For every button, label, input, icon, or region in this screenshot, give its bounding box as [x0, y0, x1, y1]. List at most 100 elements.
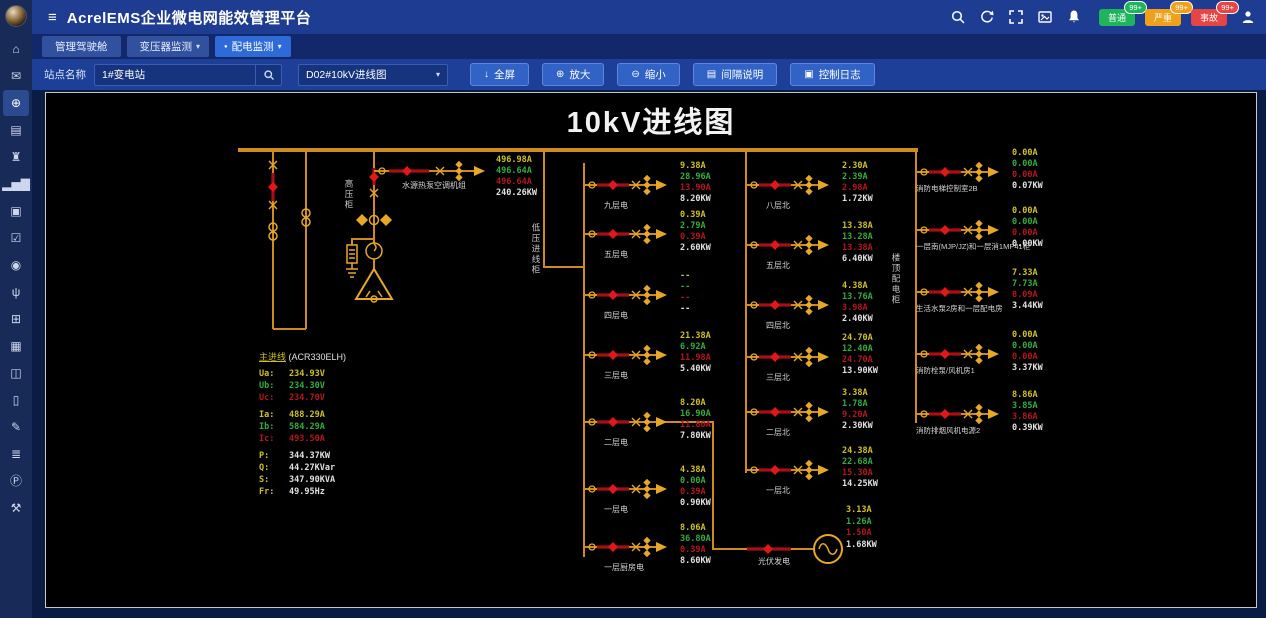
sidebar-item-energy-storage[interactable]: ▯: [3, 387, 29, 413]
feeder-symbol[interactable]: [746, 347, 831, 367]
app-logo[interactable]: [5, 5, 27, 27]
meter-row: Ub: 234.30V: [259, 380, 389, 392]
sidebar-item-database[interactable]: ≣: [3, 441, 29, 467]
feeder-symbol[interactable]: [374, 161, 489, 181]
feeder-symbol[interactable]: [746, 402, 831, 422]
feeder-label: 三层电: [604, 371, 628, 380]
fullscreen-icon[interactable]: [1008, 9, 1024, 25]
feeder-values: 0.00A 0.00A 0.00A 0.00KW: [1012, 206, 1043, 249]
tab[interactable]: ● 配电监测 ▾: [215, 36, 291, 57]
search-icon[interactable]: [950, 9, 966, 25]
sidebar-item-parking[interactable]: Ⓟ: [3, 468, 29, 494]
main-column: ≡ AcrelEMS企业微电网能效管理平台: [32, 0, 1266, 618]
feeder-label: 一层南(MJP/JZ)和一层消1MP41柜: [916, 242, 1031, 251]
menu-icon[interactable]: ≡: [48, 8, 57, 26]
feeder-values: 4.38A 0.00A 0.39A 0.90KW: [680, 465, 711, 508]
tab-active-dot: ●: [224, 43, 228, 50]
diagram-select[interactable]: D02#10kV进线图 ▾: [298, 63, 448, 86]
feeder-symbol[interactable]: [916, 282, 1001, 302]
diagram-select-value: D02#10kV进线图: [306, 69, 387, 81]
toolbar-buttons: ↓ 全屏 ⊕ 放大 ⊖ 缩小 ▤ 间隔说明: [470, 63, 875, 86]
generator-label: 光伏发电: [758, 557, 790, 566]
station-search-button[interactable]: [255, 64, 281, 85]
feeder-row: 2.30A 2.39A 2.98A 1.72KW 八层北: [746, 161, 986, 223]
feeder-symbol[interactable]: [584, 537, 669, 557]
sidebar-item-maintenance[interactable]: ⚒: [3, 495, 29, 521]
sidebar-item-icon: ☑: [10, 231, 22, 245]
refresh-icon[interactable]: [979, 9, 995, 25]
sidebar-item-icon: Ⓟ: [9, 474, 22, 488]
feeder-symbol[interactable]: [916, 404, 1001, 424]
meter-value: 44.27KVar: [289, 463, 336, 473]
sidebar-item-icon: ▦: [10, 339, 22, 353]
feeder-symbol[interactable]: [584, 345, 669, 365]
feeder-values: 0.00A 0.00A 0.00A 0.07KW: [1012, 148, 1043, 191]
feeder-symbol[interactable]: [584, 224, 669, 244]
meter-row: Q: 44.27KVar: [259, 462, 389, 474]
sidebar-item-home[interactable]: ⌂: [3, 36, 29, 62]
feeder-label: 生活水泵2房和一层配电房: [916, 304, 1003, 313]
feeder-symbol[interactable]: [916, 220, 1001, 240]
feeder-symbol[interactable]: [746, 235, 831, 255]
feeder-symbol[interactable]: [584, 285, 669, 305]
feeder-symbol[interactable]: [584, 479, 669, 499]
search-icon: [263, 69, 274, 80]
feeder-label: 四层北: [766, 321, 790, 330]
feeder-row: 9.38A 28.96A 13.90A 8.20KW 九层电: [584, 161, 824, 223]
sidebar-item-schedule[interactable]: ▦: [3, 333, 29, 359]
sidebar-item-workshop[interactable]: ▣: [3, 198, 29, 224]
feeder-symbol[interactable]: [746, 460, 831, 480]
toolbar-button[interactable]: ▣ 控制日志: [790, 63, 875, 86]
feeder-values: 0.00A 0.00A 0.00A 3.37KW: [1012, 330, 1043, 373]
feeder-values: -- -- -- --: [680, 271, 691, 314]
sidebar-item-devices[interactable]: ◫: [3, 360, 29, 386]
feeder-label: 消防栓泵/风机房1: [916, 366, 975, 375]
sidebar-item-pipeline[interactable]: ψ: [3, 279, 29, 305]
sidebar-item-statistics[interactable]: ▂▅▇: [2, 171, 30, 197]
sidebar-item-edit[interactable]: ✎: [3, 414, 29, 440]
meter-row: Ua: 234.93V: [259, 368, 389, 380]
meter-value: 49.95Hz: [289, 487, 325, 497]
station-input-wrap: [94, 63, 282, 86]
sidebar-item-apps[interactable]: ⊞: [3, 306, 29, 332]
feeder-symbol[interactable]: [916, 162, 1001, 182]
feeder-symbol[interactable]: [746, 295, 831, 315]
alarm-badge-label: 事故: [1199, 12, 1218, 23]
feeder-symbol[interactable]: [584, 412, 669, 432]
sidebar-item-icon: ⊞: [10, 312, 22, 326]
feeder-symbol[interactable]: [746, 175, 831, 195]
sidebar-item-tasks[interactable]: ☑: [3, 225, 29, 251]
apparatus-symbols[interactable]: [268, 160, 843, 564]
meter-name: 主进线: [259, 352, 287, 362]
toolbar-button[interactable]: ⊖ 缩小: [617, 63, 680, 86]
station-input[interactable]: [95, 64, 255, 85]
sidebar-item-icon: ◉: [10, 258, 22, 272]
feeder-row: 4.38A 0.00A 0.39A 0.90KW 一层电: [584, 465, 824, 527]
screenshot-icon[interactable]: [1037, 9, 1053, 25]
feeder-row: 0.39A 2.79A 0.39A 2.60KW 五层电: [584, 210, 824, 272]
chevron-down-icon: ▾: [196, 42, 201, 51]
feeder-values: 13.38A 13.28A 13.38A 6.40KW: [842, 221, 873, 264]
toolbar-button[interactable]: ↓ 全屏: [470, 63, 529, 86]
sidebar-item-substation[interactable]: ♜: [3, 144, 29, 170]
feeder-label: 消防排烟风机电源2: [916, 426, 981, 435]
user-icon[interactable]: [1240, 9, 1256, 25]
feeder-symbol[interactable]: [584, 175, 669, 195]
sidebar-item-files[interactable]: ▤: [3, 117, 29, 143]
meter-param: Ib:: [259, 422, 275, 432]
meter-param: Ub:: [259, 381, 275, 391]
alarm-badge-accident[interactable]: 事故 99+: [1190, 0, 1239, 26]
alarm-badge-normal[interactable]: 普通 99+: [1098, 0, 1147, 26]
notification-icon[interactable]: [1066, 9, 1082, 25]
sidebar-item-messages[interactable]: ✉: [3, 63, 29, 89]
sidebar-item-monitoring-network[interactable]: ⊕: [3, 90, 29, 116]
toolbar-button[interactable]: ▤ 间隔说明: [692, 63, 778, 86]
toolbar-button[interactable]: ⊕ 放大: [542, 63, 605, 86]
tab[interactable]: 变压器监测 ▾: [126, 36, 210, 57]
feeder-symbol[interactable]: [916, 344, 1001, 364]
sidebar-item-location[interactable]: ◉: [3, 252, 29, 278]
tab[interactable]: 管理驾驶舱: [42, 36, 121, 57]
alarm-badge-severe[interactable]: 严重 99+: [1144, 0, 1193, 26]
diagram-canvas: 10kV进线图 高压柜 低压进线柜 楼顶配电柜 主进线 (ACR330ELH) …: [45, 92, 1257, 608]
